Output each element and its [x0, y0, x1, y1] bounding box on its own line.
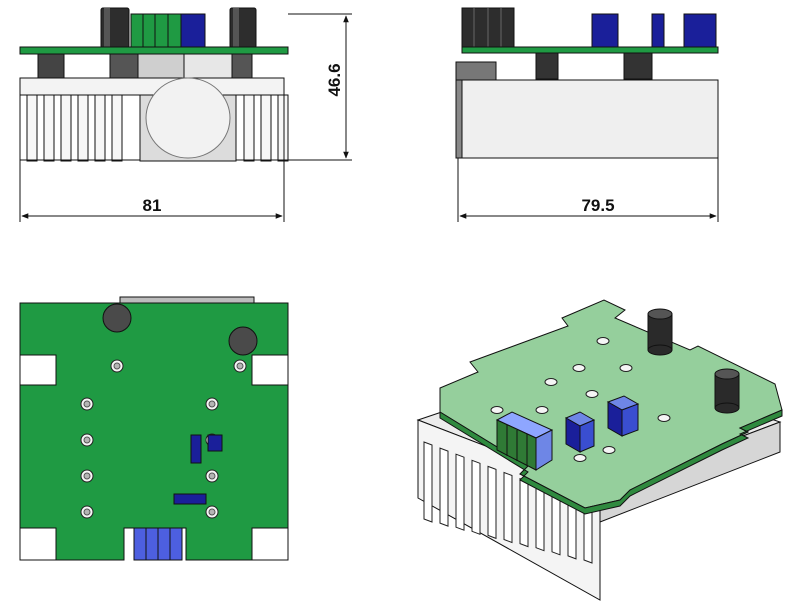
front-fin — [43, 94, 55, 162]
iso-fin — [455, 453, 465, 531]
top-connector — [133, 527, 183, 561]
front-fin — [60, 94, 72, 162]
front-fin — [277, 94, 289, 162]
front-dimensions: 81 46.6 — [19, 13, 352, 222]
iso-component-1 — [564, 411, 596, 453]
iso-hole — [573, 454, 587, 462]
front-fin — [243, 94, 255, 162]
iso-capacitor-1 — [647, 308, 673, 356]
iso-hole — [585, 390, 599, 398]
iso-hole — [596, 337, 610, 345]
iso-fin — [519, 477, 529, 548]
top-component-1 — [190, 434, 202, 464]
side-width-label: 79.5 — [581, 196, 614, 215]
iso-component-2 — [606, 395, 640, 437]
iso-fin — [423, 441, 433, 523]
front-fin — [26, 94, 38, 162]
iso-connector — [495, 411, 554, 471]
front-standoffs — [37, 53, 253, 79]
iso-hole — [657, 414, 671, 422]
front-fin — [94, 94, 106, 162]
iso-hole — [572, 364, 586, 372]
iso-hole — [619, 364, 633, 372]
front-fin — [260, 94, 272, 162]
isometric-view — [416, 299, 783, 601]
front-fin — [77, 94, 89, 162]
front-height-label: 46.6 — [325, 63, 344, 96]
front-fin — [111, 94, 123, 162]
side-view: 79.5 — [455, 7, 719, 222]
iso-capacitor-2 — [714, 368, 740, 414]
top-view — [19, 296, 289, 561]
front-view: 81 46.6 — [19, 7, 352, 222]
side-pcb — [461, 46, 719, 54]
iso-fin — [471, 459, 481, 536]
side-standoffs — [455, 52, 653, 83]
side-top-components — [461, 7, 717, 49]
front-heatsink — [19, 77, 289, 162]
front-pcb — [19, 46, 289, 55]
iso-fin — [535, 483, 545, 552]
iso-heatsink-fins — [423, 441, 593, 564]
iso-fin — [503, 471, 513, 544]
side-heatsink — [461, 79, 719, 159]
top-capacitor-2 — [228, 326, 258, 356]
iso-hole — [544, 378, 558, 386]
iso-hole — [535, 406, 549, 414]
top-component-3 — [173, 493, 207, 505]
front-width-label: 81 — [143, 196, 162, 215]
top-capacitor-1 — [102, 303, 132, 333]
side-dimensions: 79.5 — [457, 158, 719, 222]
iso-fin — [487, 465, 497, 540]
iso-hole — [602, 446, 616, 454]
front-top-components — [100, 7, 257, 49]
top-component-2 — [207, 434, 223, 452]
iso-fin — [439, 447, 449, 527]
iso-hole — [490, 406, 504, 414]
